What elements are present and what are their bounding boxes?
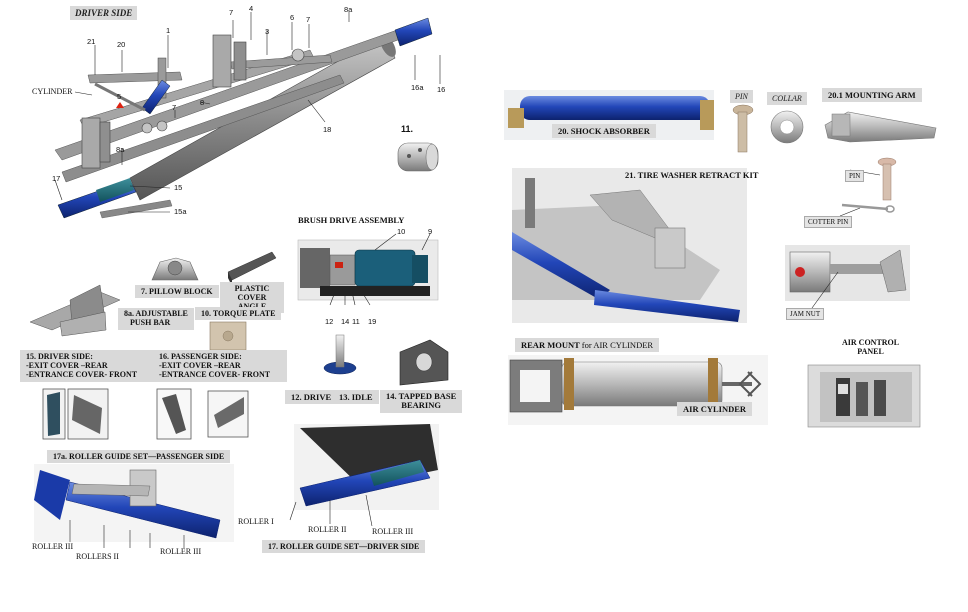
label-7-c: 7 [172, 103, 177, 112]
brush-drive-assembly-label: BRUSH DRIVE ASSEMBLY [298, 215, 405, 225]
label-roller-iii-c: ROLLER III [372, 527, 414, 536]
driver-side-covers-photos [42, 388, 109, 440]
mounting-arm-photo [824, 111, 937, 143]
label-20: 20 [117, 40, 126, 49]
drive-label: 12. DRIVE [285, 390, 338, 404]
rear-mount-label: REAR MOUNT for AIR CYLINDER [515, 338, 660, 352]
label-roller-ii: ROLLER II [308, 525, 347, 534]
passenger-side-covers-line2: -ENTRANCE COVER- FRONT [159, 370, 271, 380]
bd-label-14: 14 [341, 317, 350, 326]
label-roller-iii-a: ROLLER III [32, 542, 74, 551]
label-16a: 16a [411, 83, 424, 92]
label-roller-i: ROLLER I [238, 517, 274, 526]
torque-plate-image [209, 321, 247, 351]
label-15a: 15a [174, 207, 187, 216]
cotter-pin-label: COTTER PIN [804, 216, 853, 228]
passenger-side-covers-line1: -EXIT COVER –REAR [159, 361, 241, 371]
tapped-base-label-line2: BEARING [401, 400, 441, 411]
coupling-image [397, 142, 439, 172]
tapped-base-bearing-image [399, 339, 449, 386]
torque-plate-label: 10. TORQUE PLATE [195, 307, 282, 320]
label-cylinder: CYLINDER [32, 87, 73, 96]
push-bar-label-line2: PUSH BAR [130, 317, 171, 327]
rear-mount-label-main: REAR MOUNT [521, 340, 580, 350]
driver-side-frame [54, 17, 433, 219]
label-8: 8 [200, 98, 205, 107]
push-bar-image [29, 284, 121, 337]
small-pin-photo [877, 157, 897, 201]
driver-side-covers-label: 15. DRIVER SIDE: -EXIT COVER –REAR -ENTR… [20, 350, 154, 382]
driver-side-title: DRIVER SIDE [70, 6, 138, 20]
passenger-side-covers-label: 16. PASSENGER SIDE: -EXIT COVER –REAR -E… [153, 350, 287, 382]
roller-guide-passenger-label: 17a. ROLLER GUIDE SET—PASSENGER SIDE [47, 450, 231, 463]
air-control-panel-label-line1: AIR CONTROL [842, 338, 900, 347]
tapped-base-label-line1: 14. TAPPED BASE [386, 391, 457, 401]
bd-label-10: 10 [397, 227, 406, 236]
bd-label-11: 11 [352, 317, 360, 326]
idle-label: 13. IDLE [333, 390, 379, 404]
brush-drive-leaders [329, 233, 431, 306]
label-7-a: 7 [229, 8, 234, 17]
driver-side-covers-title: 15. DRIVER SIDE: [26, 352, 93, 361]
mounting-arm-label: 20.1 MOUNTING ARM [822, 88, 922, 102]
rear-mount-label-for: for AIR CYLINDER [581, 340, 654, 350]
label-7-b: 7 [306, 15, 311, 24]
driver-roller-guide-image [294, 424, 439, 510]
label-11: 11. [401, 124, 414, 134]
small-pin-label: PIN [845, 170, 865, 182]
jam-nut-leader [811, 271, 839, 309]
collar-label: COLLAR [767, 92, 807, 105]
driver-side-covers-line2: -ENTRANCE COVER- FRONT [26, 370, 138, 380]
driver-roller-leaders [289, 494, 373, 527]
air-cylinder-label: AIR CYLINDER [677, 402, 753, 416]
pillow-block-label: 7. PILLOW BLOCK [135, 285, 219, 298]
push-bar-label: 8a. ADJUSTABLE PUSH BAR [118, 308, 194, 330]
driver-side-covers-line1: -EXIT COVER –REAR [26, 361, 108, 371]
air-control-panel-photo [807, 364, 921, 428]
tire-washer-retract-kit-photo [512, 168, 747, 323]
label-6: 6 [290, 13, 295, 22]
passenger-side-covers-photos [156, 388, 249, 440]
passenger-side-covers-title: 16. PASSENGER SIDE: [159, 352, 242, 361]
label-roller-iii-b: ROLLER III [160, 547, 202, 556]
label-3: 3 [265, 27, 270, 36]
roller-guide-driver-label: 17. ROLLER GUIDE SET—DRIVER SIDE [262, 540, 426, 553]
passenger-roller-leaders [69, 520, 185, 548]
label-16: 16 [437, 85, 446, 94]
brush-drive-assembly-image [297, 239, 439, 301]
plastic-cover-angle-image [227, 251, 277, 286]
bd-label-19: 19 [368, 317, 377, 326]
label-8a-mid: 8a [116, 145, 125, 154]
bd-label-12: 12 [325, 317, 334, 326]
cotter-pin-photo [841, 203, 895, 213]
drive-gear-image [323, 334, 357, 375]
passenger-roller-guide-image [34, 464, 234, 542]
label-18: 18 [323, 125, 332, 134]
air-control-panel-label: AIR CONTROL PANEL [842, 338, 899, 356]
shock-absorber-label: 20. SHOCK ABSORBER [552, 124, 656, 138]
label-4: 4 [249, 4, 254, 13]
pin-label: PIN [730, 90, 753, 103]
pillow-block-image [151, 257, 199, 281]
bd-label-9: 9 [428, 227, 433, 236]
label-8a-top: 8a [344, 5, 353, 14]
jam-nut-photo [785, 245, 910, 301]
collar-photo [770, 110, 804, 144]
label-17: 17 [52, 174, 61, 183]
air-control-panel-label-line2: PANEL [857, 347, 884, 357]
tapped-base-label: 14. TAPPED BASE BEARING [380, 390, 463, 413]
jam-nut-label: JAM NUT [786, 308, 825, 320]
label-1: 1 [166, 26, 171, 35]
tire-washer-retract-kit-label: 21. TIRE WASHER RETRACT KIT [625, 170, 759, 180]
main-leader-lines [54, 12, 441, 213]
label-15: 15 [174, 183, 183, 192]
pin-photo [732, 104, 754, 153]
push-bar-label-line1: 8a. ADJUSTABLE [124, 309, 188, 318]
label-21: 21 [87, 37, 96, 46]
label-rollers-ii: ROLLERS II [76, 552, 119, 561]
label-5: 5 [117, 92, 122, 101]
